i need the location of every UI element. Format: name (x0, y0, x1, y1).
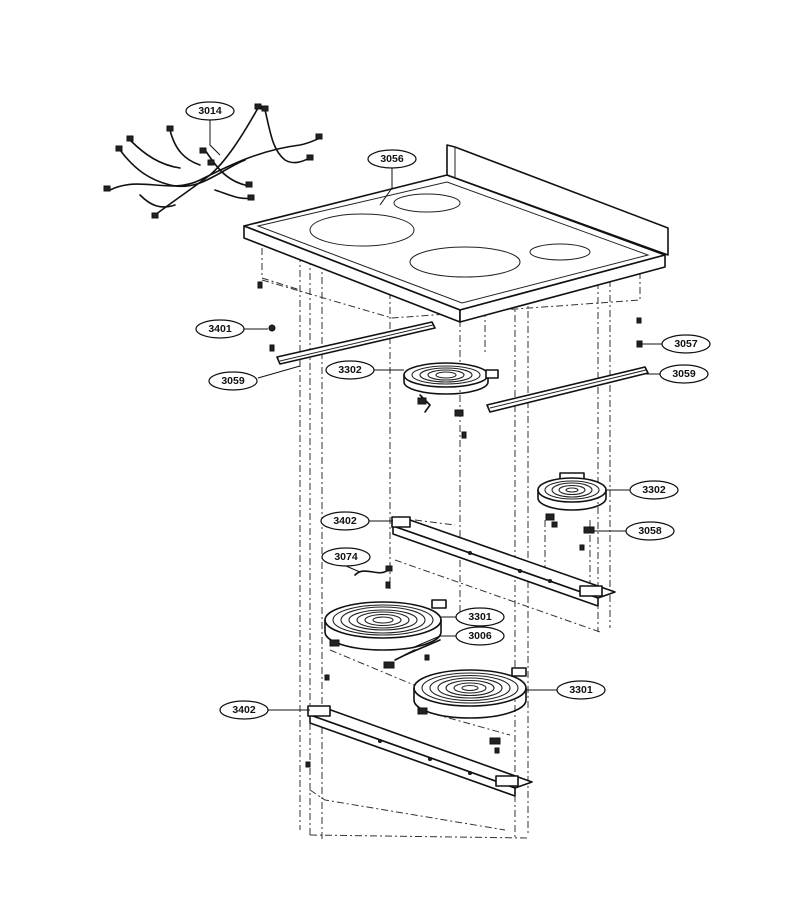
cooktop-glass-top[interactable] (243, 144, 669, 323)
callout-3301-right: 3301 (556, 680, 606, 700)
callout-3006: 3006 (455, 626, 505, 646)
callout-3301-right-label: 3301 (569, 684, 593, 696)
callout-3302-right-label: 3302 (642, 484, 666, 496)
callout-3302-top: 3302 (325, 360, 375, 380)
callout-3006-label: 3006 (468, 630, 492, 642)
support-rail-lower[interactable] (305, 705, 533, 797)
callout-3402-upper: 3402 (320, 511, 370, 531)
leader-lines (209, 120, 672, 711)
jumper-wire-3074[interactable] (354, 565, 393, 589)
callout-3402-upper-label: 3402 (333, 515, 357, 527)
callout-3058-label: 3058 (638, 525, 662, 537)
callout-3302-right: 3302 (629, 480, 679, 500)
callout-3059-left-label: 3059 (221, 375, 245, 387)
callout-3402-lower: 3402 (219, 700, 269, 720)
radiant-element-small-top[interactable] (403, 362, 499, 439)
callout-3056-label: 3056 (380, 153, 404, 165)
radiant-element-large-left[interactable] (324, 599, 447, 681)
callout-3074: 3074 (321, 547, 371, 567)
support-rail-upper[interactable] (391, 516, 616, 607)
callout-3074-label: 3074 (334, 551, 358, 563)
callout-3058: 3058 (625, 521, 675, 541)
bracket-left-3059[interactable] (276, 321, 436, 365)
radiant-element-large-right[interactable] (413, 667, 527, 754)
callout-3302-top-label: 3302 (338, 364, 362, 376)
callout-3301-left: 3301 (455, 607, 505, 627)
callout-3059-left: 3059 (208, 371, 258, 391)
screw-3057[interactable] (636, 317, 643, 348)
terminal-block-3006[interactable] (404, 639, 441, 656)
radiant-element-small-right[interactable] (537, 472, 607, 551)
callout-3014-label: 3014 (198, 105, 222, 117)
callout-3059-right: 3059 (659, 364, 709, 384)
callout-3057-label: 3057 (674, 338, 698, 350)
screw-3401[interactable] (257, 281, 276, 352)
callout-3401: 3401 (195, 319, 245, 339)
callout-3056: 3056 (367, 149, 417, 169)
callout-3401-label: 3401 (208, 323, 232, 335)
callout-3301-left-label: 3301 (468, 611, 492, 623)
callout-3057: 3057 (661, 334, 711, 354)
callout-3059-right-label: 3059 (672, 368, 696, 380)
bracket-right-3059[interactable] (486, 366, 649, 413)
callout-3402-lower-label: 3402 (232, 704, 256, 716)
wire-harness[interactable] (103, 103, 323, 219)
callout-3014: 3014 (185, 101, 235, 121)
